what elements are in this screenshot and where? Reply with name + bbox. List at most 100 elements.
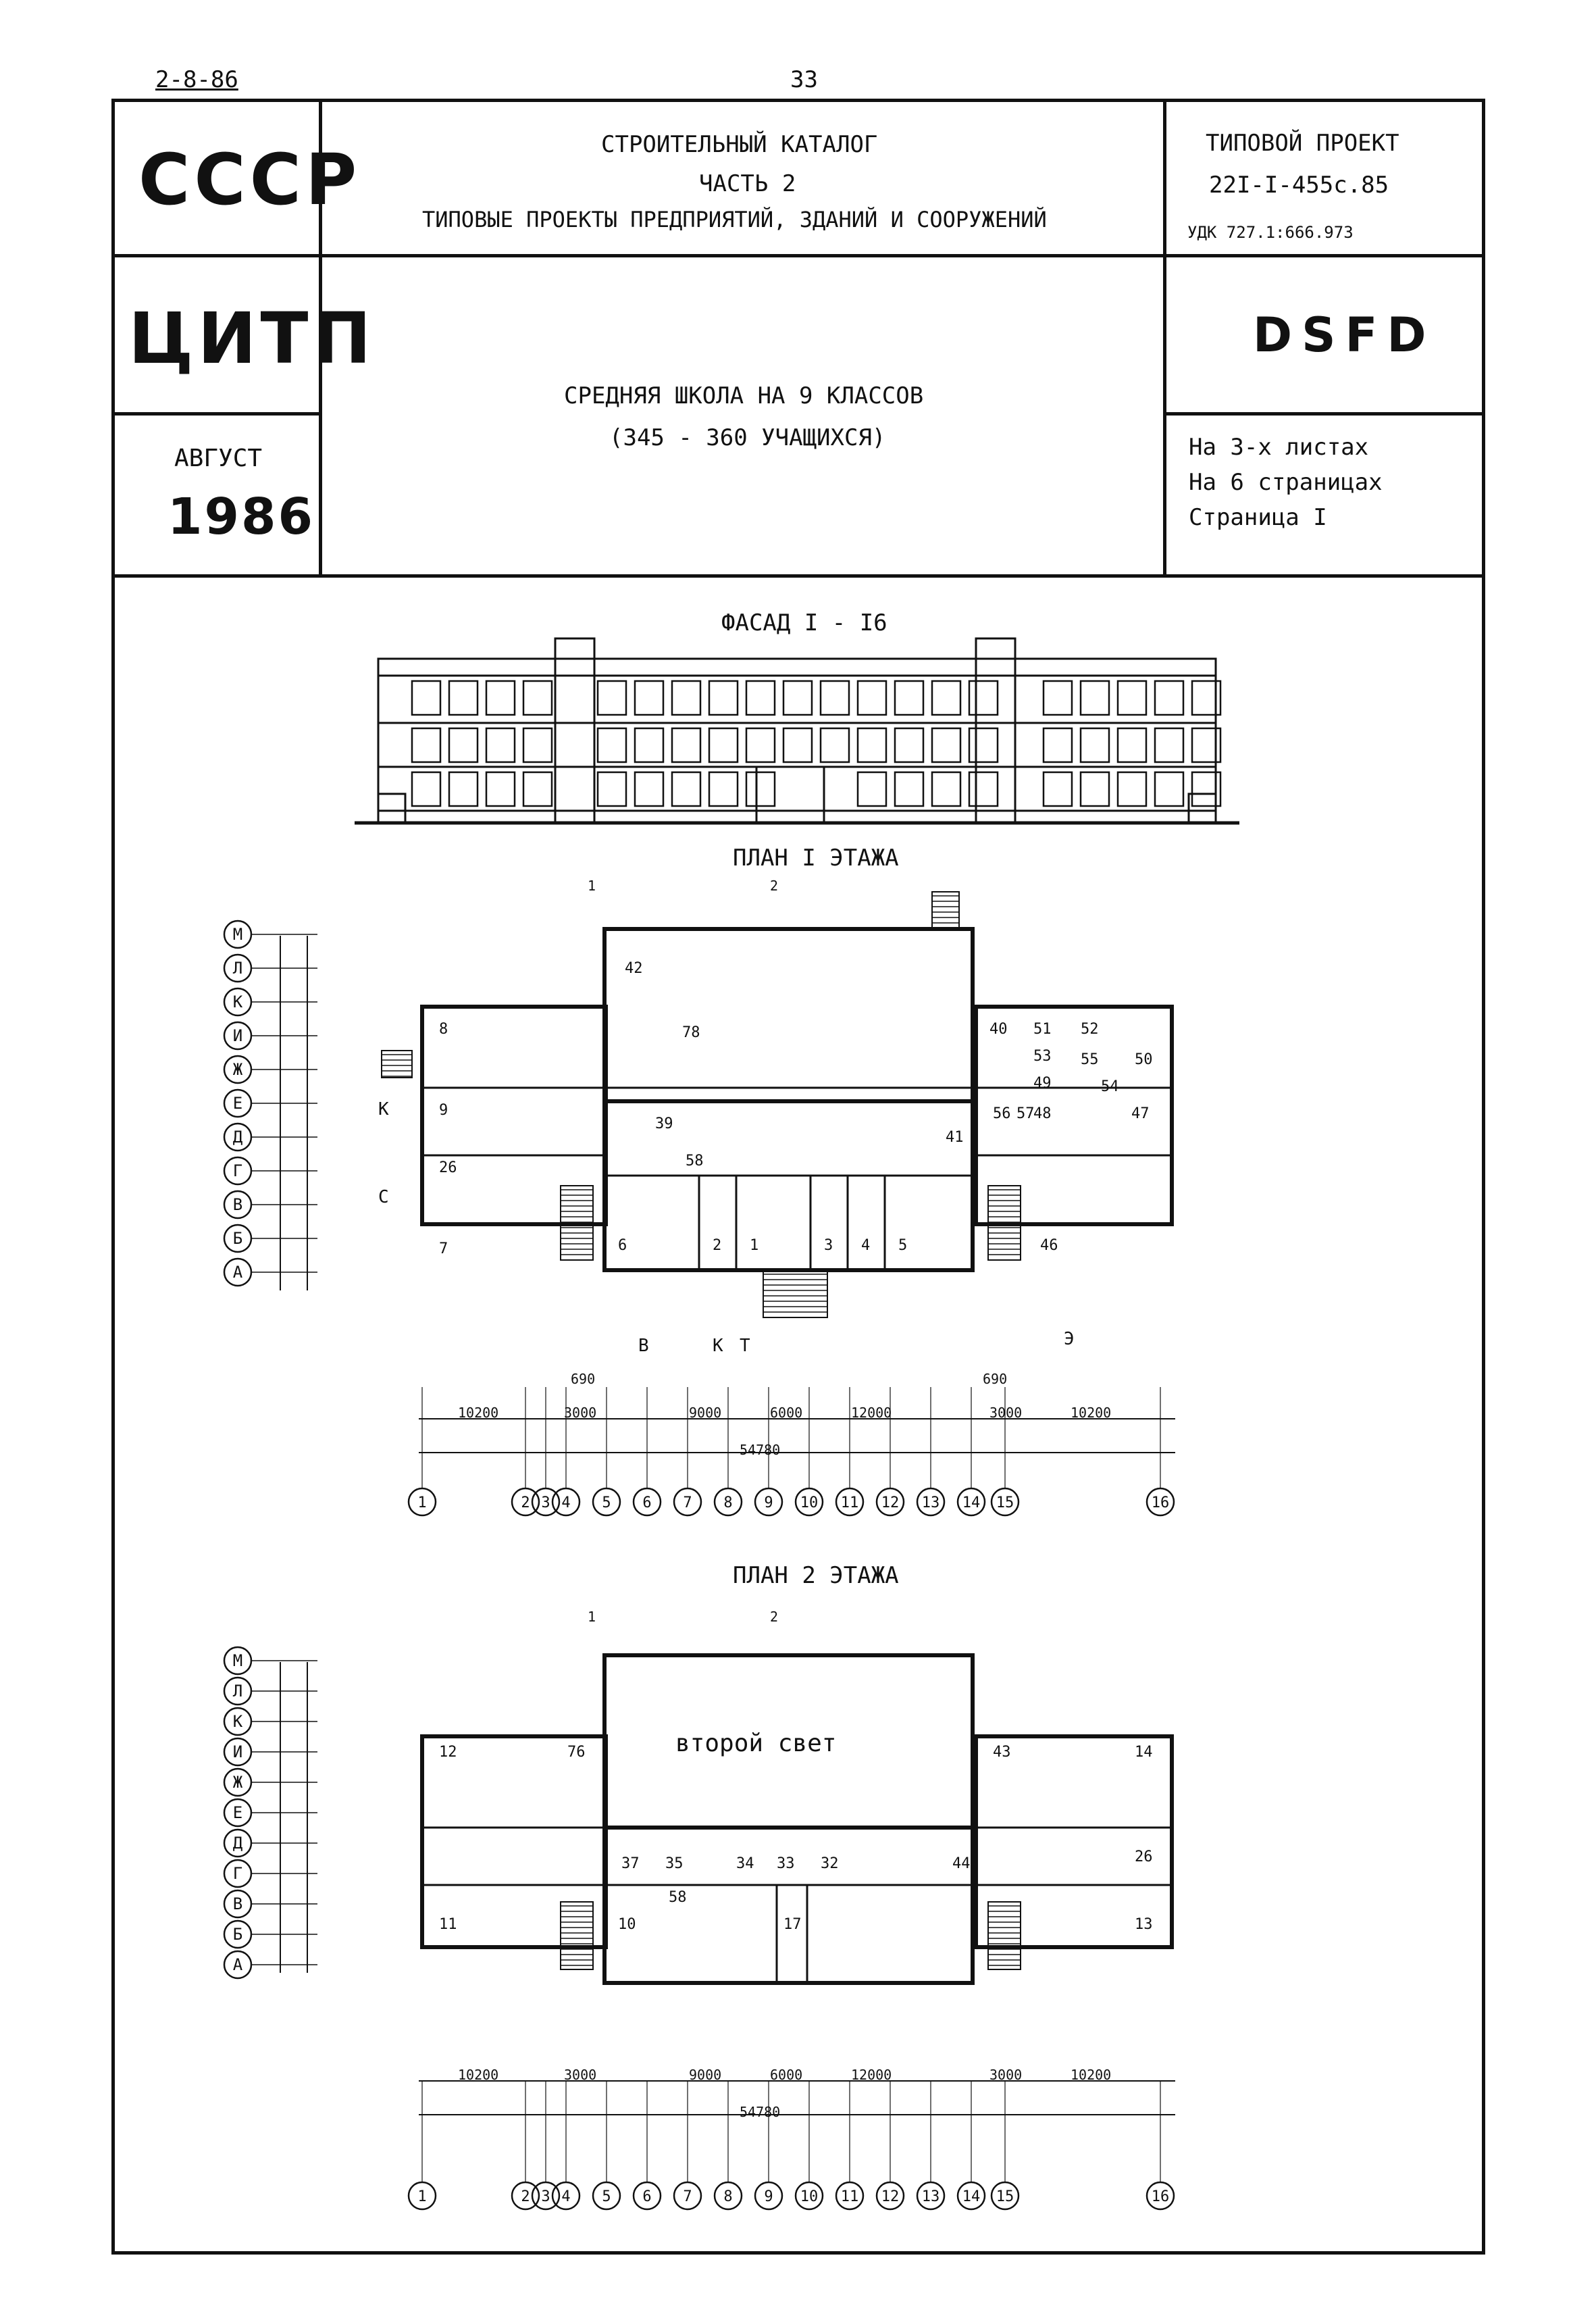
facade-window	[1116, 680, 1148, 716]
facade-window	[634, 680, 665, 716]
country-label: СССР	[138, 139, 361, 221]
dimension-bottom: 12000	[851, 2067, 892, 2083]
column-axis-label: 2	[521, 1494, 530, 1511]
column-axis-label: 12	[881, 2188, 900, 2205]
facade-window	[596, 727, 627, 763]
facade-window	[708, 771, 739, 807]
column-axis-label: 4	[561, 1494, 570, 1511]
facade-window	[782, 680, 813, 716]
project-label: ТИПОВОЙ ПРОЕКТ	[1206, 130, 1399, 157]
pages-count: На 6 страницах	[1189, 469, 1383, 496]
room-number: 42	[625, 960, 643, 977]
column-axis-label: 13	[922, 1494, 940, 1511]
facade-window	[1079, 680, 1110, 716]
entrance-marker: Т	[740, 1336, 750, 1356]
row-axis-label: И	[233, 1742, 242, 1761]
section-mark: 2	[770, 1609, 778, 1625]
project-code: 22I-I-455с.85	[1209, 172, 1389, 199]
row-axis-label: В	[233, 1195, 242, 1214]
column-axis-label: 8	[723, 2188, 732, 2205]
facade-window	[522, 727, 553, 763]
room-number: 11	[439, 1916, 457, 1933]
section-mark: 2	[770, 878, 778, 894]
room-number: 44	[952, 1855, 971, 1872]
room-number: 58	[669, 1889, 687, 1906]
facade-window	[931, 727, 962, 763]
column-axis-label: 11	[841, 1494, 859, 1511]
month-label: АВГУСТ	[174, 445, 263, 472]
room-number: 50	[1135, 1051, 1153, 1068]
entrance-marker: С	[378, 1187, 389, 1207]
facade-window	[485, 771, 516, 807]
column-axis-label: 6	[642, 1494, 651, 1511]
page-index: Страница I	[1189, 504, 1327, 531]
room-number: 1	[750, 1237, 758, 1254]
column-axis-label: 16	[1152, 2188, 1170, 2205]
facade-window	[634, 727, 665, 763]
column-axis-label: 3	[541, 2188, 550, 2205]
room-number: 26	[1135, 1848, 1153, 1865]
column-axis-label: 3	[541, 1494, 550, 1511]
plan1-title: ПЛАН I ЭТАЖА	[733, 845, 899, 872]
column-axis-label: 13	[922, 2188, 940, 2205]
room-number: 32	[821, 1855, 839, 1872]
column-axis-label: 7	[683, 2188, 692, 2205]
facade-window	[1079, 771, 1110, 807]
page-frame	[111, 99, 1485, 2255]
room-number: 41	[946, 1129, 964, 1146]
column-axis-label: 14	[962, 1494, 981, 1511]
room-number: 58	[686, 1153, 704, 1169]
facade-window	[1191, 771, 1222, 807]
plan2-drawing	[420, 1653, 1174, 1985]
facade-window	[856, 771, 887, 807]
room-number: 76	[567, 1744, 586, 1761]
column-axis-label: 1	[417, 1494, 426, 1511]
facade-window	[596, 771, 627, 807]
dimension-bottom: 10200	[1071, 2067, 1111, 2083]
column-axis-label: 12	[881, 1494, 900, 1511]
room-number: 43	[993, 1744, 1011, 1761]
room-number: 26	[439, 1159, 457, 1176]
section-mark: 1	[588, 1609, 596, 1625]
date-code: 2-8-86	[155, 66, 238, 93]
row-axis-label: М	[233, 925, 242, 944]
facade-window	[745, 680, 776, 716]
dimension-bottom: 10200	[458, 1405, 498, 1421]
row-axis-label: Б	[233, 1229, 242, 1248]
room-number: 48	[1033, 1105, 1052, 1122]
facade-window	[708, 727, 739, 763]
catalog-subtitle: ТИПОВЫЕ ПРОЕКТЫ ПРЕДПРИЯТИЙ, ЗДАНИЙ И СО…	[422, 207, 1047, 232]
facade-window	[931, 771, 962, 807]
section-mark: 1	[588, 878, 596, 894]
dimension-bottom: 3000	[564, 2067, 596, 2083]
room-number: 56	[993, 1105, 1011, 1122]
row-axis-label: И	[233, 1026, 242, 1045]
second-light-label: второй свет	[675, 1730, 837, 1757]
facade-window	[1042, 727, 1073, 763]
room-number: 78	[682, 1024, 700, 1041]
facade-window	[782, 727, 813, 763]
row-axis-label: Б	[233, 1925, 242, 1944]
entrance-marker: К	[378, 1099, 389, 1120]
column-axis-label: 14	[962, 2188, 981, 2205]
plan2-title: ПЛАН 2 ЭТАЖА	[733, 1562, 899, 1589]
facade-window	[819, 680, 850, 716]
row-axis-label: Л	[233, 1682, 242, 1701]
facade-window	[894, 727, 925, 763]
page-number: 33	[790, 66, 818, 93]
row-axis-label: Л	[233, 959, 242, 978]
room-number: 8	[439, 1021, 448, 1038]
column-axis-label: 10	[800, 1494, 819, 1511]
dimension-bottom: 3000	[989, 1405, 1022, 1421]
room-number: 13	[1135, 1916, 1153, 1933]
project-series-code: DSFD	[1253, 307, 1436, 363]
room-number: 6	[618, 1237, 627, 1254]
dimension-bottom: 6000	[770, 2067, 802, 2083]
plan1-stair-hatching	[382, 895, 1021, 1313]
facade-window	[931, 680, 962, 716]
room-number: 49	[1033, 1075, 1052, 1092]
column-axis-label: 1	[417, 2188, 426, 2205]
room-number: 54	[1101, 1078, 1119, 1095]
row-axis-label: К	[233, 1712, 243, 1731]
